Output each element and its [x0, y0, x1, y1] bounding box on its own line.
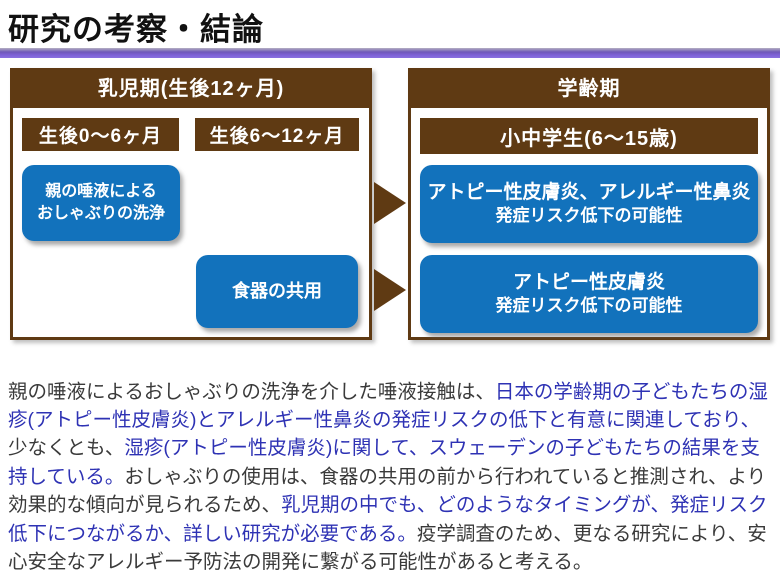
school-age-panel: 学齢期 小中学生(6〜15歳) アトピー性皮膚炎、アレルギー性鼻炎 発症リスク低… — [408, 68, 770, 340]
pacifier-cleaning-line1: 親の唾液による — [45, 181, 157, 203]
atopic-outcome-box: アトピー性皮膚炎 発症リスク低下の可能性 — [420, 255, 758, 333]
outcome2-line1: アトピー性皮膚炎 — [513, 270, 665, 296]
outcome2-line2: 発症リスク低下の可能性 — [496, 295, 683, 318]
school-age-panel-header: 学齢期 — [411, 71, 767, 108]
school-age-panel-body: 小中学生(6〜15歳) アトピー性皮膚炎、アレルギー性鼻炎 発症リスク低下の可能… — [411, 108, 767, 337]
utensil-sharing-box: 食器の共用 — [196, 255, 358, 328]
conclusion-paragraph: 親の唾液によるおしゃぶりの洗浄を介した唾液接触は、日本の学齢期の子どもたちの湿疹… — [8, 378, 774, 576]
outcome1-line2: 発症リスク低下の可能性 — [496, 205, 683, 228]
arrow-right-icon — [374, 269, 406, 311]
paragraph-segment: 親の唾液によるおしゃぶりの洗浄を介した唾液接触は、 — [8, 381, 495, 403]
infancy-panel-body: 生後0〜6ヶ月 生後6〜12ヶ月 親の唾液による おしゃぶりの洗浄 食器の共用 — [13, 108, 369, 337]
age-range-0-6-header: 生後0〜6ヶ月 — [22, 118, 179, 151]
atopic-rhinitis-outcome-box: アトピー性皮膚炎、アレルギー性鼻炎 発症リスク低下の可能性 — [420, 165, 758, 243]
arrow-right-icon — [374, 182, 406, 224]
diagram: 乳児期(生後12ヶ月) 生後0〜6ヶ月 生後6〜12ヶ月 親の唾液による おしゃ… — [0, 68, 780, 346]
paragraph-segment: 少なくとも、 — [8, 437, 124, 459]
utensil-sharing-label: 食器の共用 — [232, 279, 322, 303]
school-age-subheader: 小中学生(6〜15歳) — [420, 118, 758, 154]
infancy-panel-header: 乳児期(生後12ヶ月) — [13, 71, 369, 108]
outcome1-line1: アトピー性皮膚炎、アレルギー性鼻炎 — [427, 180, 750, 206]
age-range-6-12-header: 生後6〜12ヶ月 — [195, 118, 359, 151]
pacifier-cleaning-line2: おしゃぶりの洗浄 — [37, 203, 165, 225]
page-title: 研究の考察・結論 — [8, 4, 264, 49]
title-underline — [0, 48, 780, 58]
pacifier-cleaning-box: 親の唾液による おしゃぶりの洗浄 — [22, 165, 180, 241]
infancy-panel: 乳児期(生後12ヶ月) 生後0〜6ヶ月 生後6〜12ヶ月 親の唾液による おしゃ… — [10, 68, 372, 340]
